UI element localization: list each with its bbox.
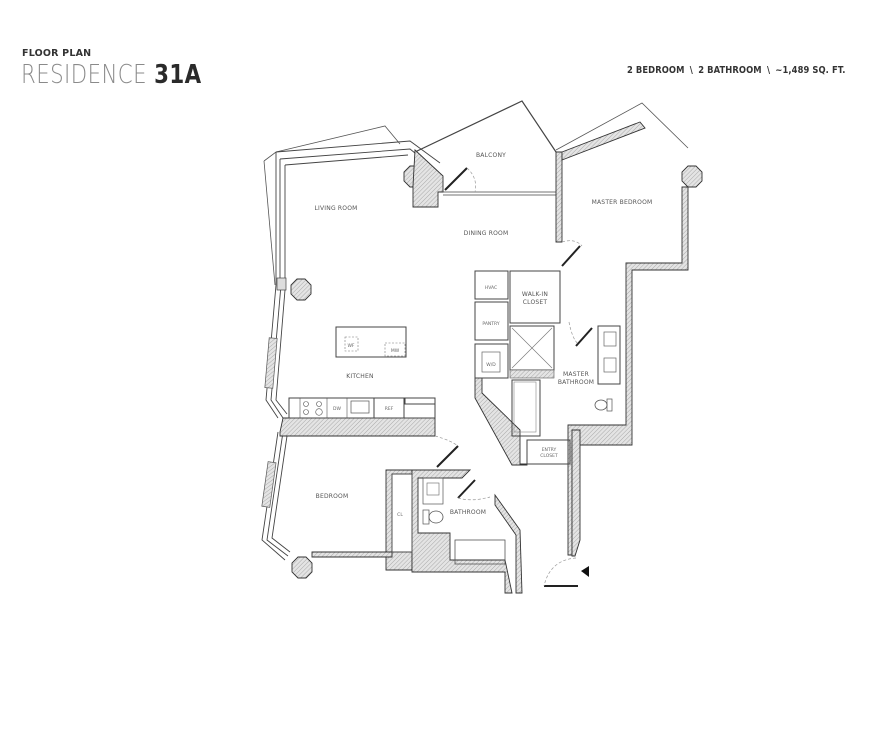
bathtub <box>513 381 537 433</box>
exterior-overhang-lines <box>263 102 689 286</box>
unit-summary: 2 BEDROOM \ 2 BATHROOM \ ~1,489 SQ. FT. <box>627 65 846 76</box>
microwave-outline <box>384 342 406 357</box>
label-refrigerator: REF <box>385 406 394 412</box>
bedroom-count: 2 BEDROOM <box>627 65 685 76</box>
label-pantry: PANTRY <box>482 321 499 327</box>
label-dining-room: DINING ROOM <box>464 230 509 237</box>
entry-arrow-icon <box>581 566 589 577</box>
label-master-bathroom-2: BATHROOM <box>558 379 594 386</box>
kitchen-sink <box>350 400 370 414</box>
bathtub <box>454 539 506 565</box>
title-prefix: RESIDENCE <box>21 60 147 90</box>
room-labels: LIVING ROOM DINING ROOM BALCONY MASTER B… <box>314 152 652 518</box>
separator: \ <box>766 65 771 76</box>
structural-walls <box>279 121 689 594</box>
bedroom-door <box>436 445 459 468</box>
label-walk-in-closet: WALK-IN <box>522 291 548 298</box>
label-microwave: MW <box>391 348 400 354</box>
label-master-bathroom: MASTER <box>563 371 589 378</box>
cooktop <box>299 398 328 418</box>
separator: \ <box>689 65 693 76</box>
floor-plan-eyebrow: FLOOR PLAN <box>22 48 92 59</box>
sink <box>603 331 617 347</box>
kitchen-counter <box>288 397 436 419</box>
washer-dryer <box>481 351 501 373</box>
label-wd: W/D <box>486 362 496 368</box>
unit-number: 31A <box>154 60 202 90</box>
master-bath-enclosure <box>474 270 621 465</box>
toilet-tank <box>422 509 430 525</box>
shower-curb <box>509 369 555 379</box>
toilet <box>428 510 444 524</box>
sink <box>603 357 617 373</box>
bathroom-count: 2 BATHROOM <box>698 65 762 76</box>
column <box>681 165 703 188</box>
label-balcony: BALCONY <box>476 152 506 159</box>
balcony-door <box>444 167 468 191</box>
toilet-tank <box>606 398 613 412</box>
column <box>291 556 313 579</box>
label-dishwasher: DW <box>333 406 341 412</box>
bath-vanity <box>422 477 444 505</box>
bathroom-door <box>457 479 476 499</box>
kitchen-island <box>335 326 407 358</box>
label-living-room: LIVING ROOM <box>314 205 357 212</box>
label-bathroom: BATHROOM <box>450 509 486 516</box>
sink <box>426 482 440 496</box>
toilet <box>594 399 608 411</box>
wall-panel <box>276 277 287 291</box>
label-entry-closet: ENTRY <box>542 447 557 453</box>
label-master-bedroom: MASTER BEDROOM <box>592 199 653 206</box>
bedroom-closet <box>391 473 413 553</box>
doors <box>436 167 593 587</box>
wall-panel <box>261 461 277 508</box>
counter-end <box>404 397 436 405</box>
label-bedroom: BEDROOM <box>316 493 349 500</box>
label-walk-in-closet-2: CLOSET <box>523 299 548 306</box>
label-hvac: HVAC <box>485 285 497 291</box>
label-entry-closet-2: CLOSET <box>540 453 558 459</box>
residence-title: RESIDENCE 31A <box>21 58 202 92</box>
label-closet: CL <box>397 512 403 518</box>
square-footage: ~1,489 SQ. FT. <box>775 65 846 76</box>
master-bath-door <box>575 327 593 347</box>
living-room-window-wall <box>265 140 441 419</box>
label-wine-fridge: WF <box>347 343 354 349</box>
balcony-outline <box>414 100 557 196</box>
label-kitchen: KITCHEN <box>346 373 373 380</box>
door-swings <box>434 167 583 587</box>
wine-fridge-outline <box>344 336 359 352</box>
master-shower <box>511 327 553 369</box>
master-bedroom-door <box>561 245 581 267</box>
column <box>290 278 312 301</box>
wall-panel <box>264 337 278 389</box>
